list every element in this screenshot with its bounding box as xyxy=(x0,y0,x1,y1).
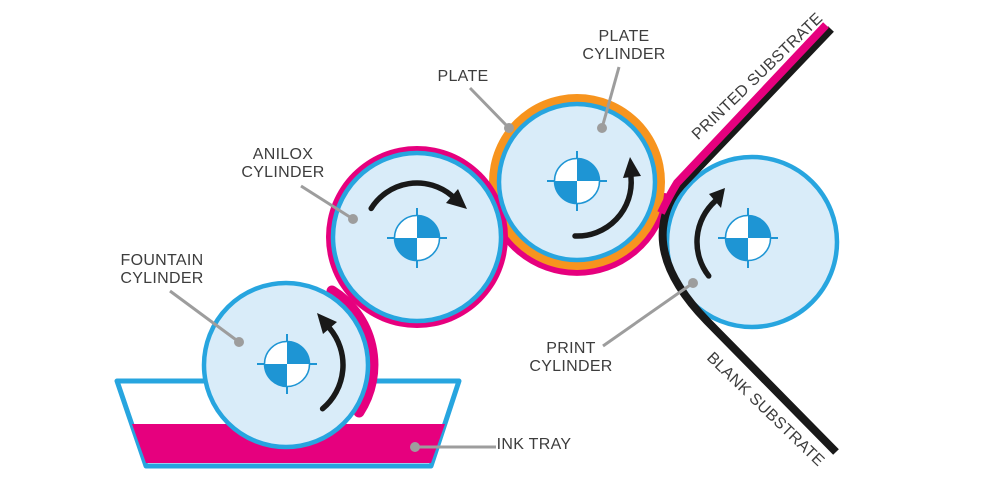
anilox-cylinder-label: ANILOX CYLINDER xyxy=(241,146,324,182)
print-registration-mark xyxy=(718,208,778,268)
print-cylinder-leader xyxy=(602,278,698,348)
anilox-cylinder-label-line2: CYLINDER xyxy=(241,164,325,181)
plate-leader xyxy=(468,86,514,133)
print-cylinder-label-line1: PRINT xyxy=(546,340,596,357)
anilox-leader xyxy=(300,184,358,224)
ink-tray-label: INK TRAY xyxy=(497,436,572,454)
fountain-cylinder-label-line1: FOUNTAIN xyxy=(120,252,204,269)
fountain-cylinder-label-line2: CYLINDER xyxy=(120,270,204,287)
printed-ink-stripe xyxy=(657,22,829,215)
fountain-cylinder-label: FOUNTAIN CYLINDER xyxy=(120,252,203,288)
plate-cylinder-label-line1: PLATE xyxy=(598,28,650,45)
anilox-rotation-arrow xyxy=(368,180,467,212)
plate-label: PLATE xyxy=(438,68,489,86)
print-cylinder-label: PRINT CYLINDER xyxy=(529,340,612,376)
ink-tray-label-text: INK TRAY xyxy=(496,436,572,453)
plate-cylinder-label: PLATE CYLINDER xyxy=(582,28,665,64)
plate-rotation-arrow xyxy=(572,157,641,239)
ink-tray-leader xyxy=(410,442,496,452)
plate-registration-mark xyxy=(547,151,607,211)
plate-label-text: PLATE xyxy=(437,68,489,85)
anilox-registration-mark xyxy=(387,208,447,268)
fountain-registration-mark xyxy=(257,334,317,394)
anilox-cylinder-label-line1: ANILOX xyxy=(252,146,314,163)
print-cylinder-label-line2: CYLINDER xyxy=(529,358,613,375)
print-rotation-arrow xyxy=(694,188,725,279)
fountain-leader xyxy=(169,289,244,347)
plate-cylinder-leader xyxy=(597,66,621,133)
fountain-rotation-arrow xyxy=(317,313,346,412)
plate-cylinder-label-line2: CYLINDER xyxy=(582,46,666,63)
fountain-ink-film xyxy=(326,285,379,418)
